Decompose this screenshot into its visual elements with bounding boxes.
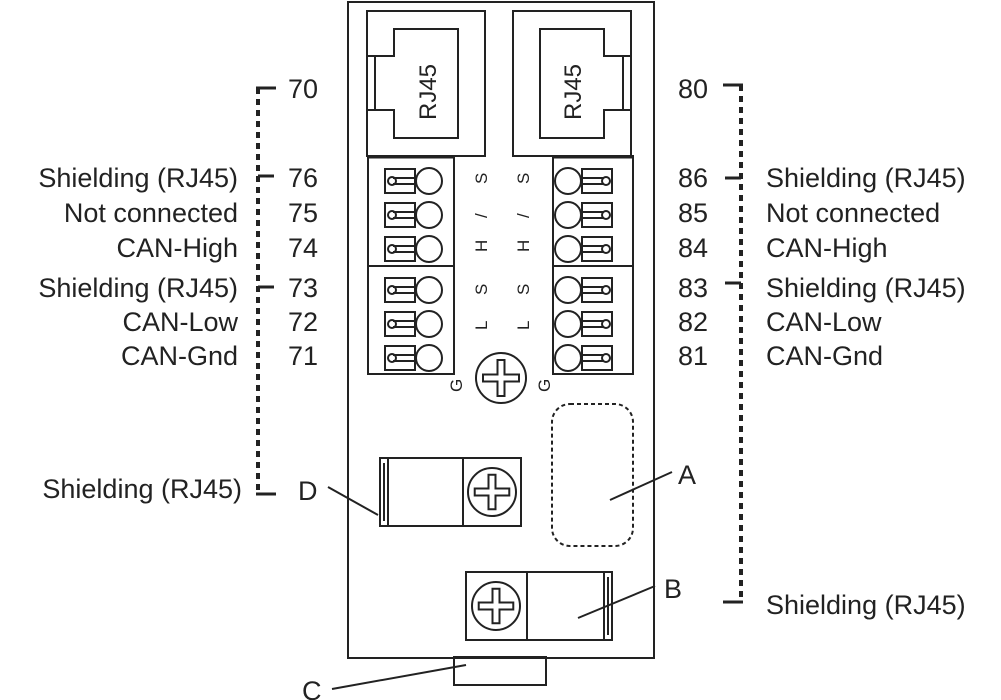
right-bracket-bottom-label: Shielding (RJ45): [766, 590, 966, 620]
left-pin-label: Not connected: [64, 198, 238, 228]
terminal-left-76: [384, 167, 443, 195]
callout-line-b: [577, 585, 656, 619]
right-pin-number: 81: [678, 341, 708, 371]
rj45-connector-right: RJ45: [512, 10, 632, 157]
left-bracket: [256, 86, 276, 496]
right-pin-label: Shielding (RJ45): [766, 273, 966, 303]
left-bracket-bottom-label: Shielding (RJ45): [42, 474, 242, 504]
left-bracket-top-number: 70: [288, 74, 318, 104]
right-pin-number: 84: [678, 233, 708, 263]
left-pin-label: Shielding (RJ45): [38, 273, 238, 303]
pin-letter-g1: G: [447, 379, 466, 392]
right-pin-label: CAN-Gnd: [766, 341, 883, 371]
right-pin-number: 82: [678, 307, 708, 337]
terminal-right-83: [554, 276, 613, 304]
clamp-b-screw-icon: [471, 581, 521, 631]
rj45-label-right: RJ45: [560, 64, 587, 120]
left-pin-label: CAN-Low: [122, 307, 238, 337]
pin-letter-slash1: /: [472, 213, 491, 218]
right-pin-label: Not connected: [766, 198, 940, 228]
left-pin-label: Shielding (RJ45): [38, 163, 238, 193]
right-bracket: [723, 83, 743, 604]
terminal-left-72: [384, 310, 443, 338]
callout-line-d: [327, 486, 379, 516]
callout-line-a: [609, 471, 673, 501]
pin-letter-s4: S: [514, 284, 533, 295]
right-pin-label: CAN-Low: [766, 307, 882, 337]
terminal-right-85: [554, 201, 613, 229]
terminal-left-71: [384, 344, 443, 372]
left-pin-number: 71: [288, 341, 318, 371]
left-pin-number: 73: [288, 273, 318, 303]
terminal-left-75: [384, 201, 443, 229]
shield-clamp-d: [379, 457, 522, 527]
terminal-block-left-bottom: [367, 265, 455, 375]
right-bracket-top-number: 80: [678, 74, 708, 104]
left-pin-label: CAN-High: [116, 233, 238, 263]
pin-letter-slash2: /: [514, 213, 533, 218]
pin-letter-s1: S: [472, 173, 491, 184]
pin-letter-g2: G: [535, 379, 554, 392]
right-pin-label: Shielding (RJ45): [766, 163, 966, 193]
terminal-right-81: [554, 344, 613, 372]
shield-clamp-b: [465, 571, 613, 641]
callout-c: C: [302, 676, 322, 700]
pin-letter-s3: S: [472, 284, 491, 295]
pin-letter-h2: H: [514, 240, 533, 252]
terminal-right-84: [554, 235, 613, 263]
mounting-tab: [453, 656, 547, 686]
callout-d: D: [298, 476, 318, 506]
center-screw-icon: [475, 352, 527, 404]
terminal-left-73: [384, 276, 443, 304]
callout-a: A: [678, 460, 696, 490]
pin-letter-l2: L: [514, 321, 533, 330]
left-pin-label: CAN-Gnd: [121, 341, 238, 371]
pin-letter-l1: L: [472, 321, 491, 330]
pin-letter-s2: S: [514, 173, 533, 184]
callout-b: B: [664, 574, 682, 604]
left-pin-number: 72: [288, 307, 318, 337]
pin-letter-h1: H: [472, 240, 491, 252]
terminal-block-right-bottom: [552, 265, 634, 375]
terminal-right-86: [554, 167, 613, 195]
module-housing: [347, 1, 655, 659]
left-pin-number: 74: [288, 233, 318, 263]
rj45-connector-left: RJ45: [366, 10, 486, 157]
left-pin-number: 75: [288, 198, 318, 228]
area-a-outline: [551, 403, 634, 547]
clamp-d-screw-icon: [467, 467, 517, 517]
right-pin-number: 86: [678, 163, 708, 193]
right-pin-label: CAN-High: [766, 233, 888, 263]
callout-line-c: [331, 664, 467, 690]
left-pin-number: 76: [288, 163, 318, 193]
terminal-right-82: [554, 310, 613, 338]
rj45-label-left: RJ45: [415, 64, 442, 120]
terminal-blocks: [367, 155, 634, 375]
right-pin-number: 85: [678, 198, 708, 228]
terminal-left-74: [384, 235, 443, 263]
right-pin-number: 83: [678, 273, 708, 303]
